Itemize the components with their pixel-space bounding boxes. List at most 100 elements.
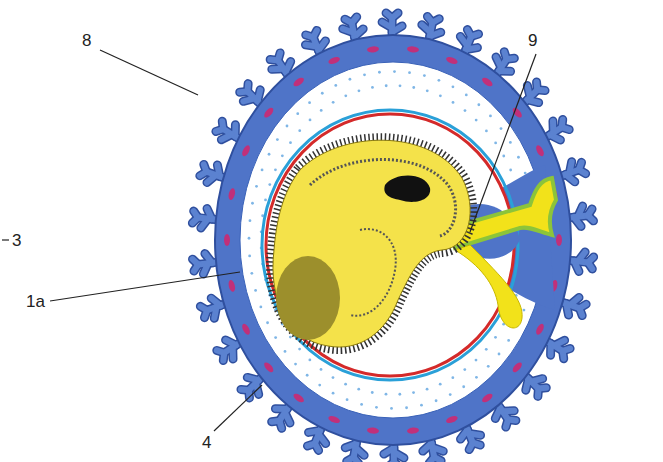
villus-branch <box>527 86 530 97</box>
dot <box>248 237 251 240</box>
villus-branch <box>204 310 207 317</box>
dot <box>264 199 267 202</box>
villus-branch <box>579 162 582 169</box>
vessel <box>445 415 458 425</box>
dot <box>375 406 378 409</box>
villus-branch <box>306 35 313 37</box>
villus-branch <box>286 62 291 73</box>
dot <box>494 336 497 339</box>
villus-branch <box>578 206 583 217</box>
dot <box>268 183 271 186</box>
villus-branch <box>588 209 592 216</box>
dot <box>294 363 297 366</box>
villus-branch <box>200 172 207 176</box>
dot <box>268 153 271 156</box>
villus-branch <box>467 30 471 37</box>
villus-branch <box>554 340 564 345</box>
villus-branch <box>588 257 594 262</box>
dot <box>385 393 388 396</box>
villus-branch <box>226 340 236 345</box>
villus-branch <box>526 379 529 390</box>
dot <box>284 350 287 353</box>
villus-branch <box>214 307 216 318</box>
villus-branch <box>319 434 326 443</box>
dot <box>360 403 363 406</box>
villus-branch <box>272 66 284 73</box>
villus-branch <box>563 349 570 351</box>
villus-branch <box>538 385 546 392</box>
dot <box>251 202 254 205</box>
dot <box>390 407 393 410</box>
dot <box>412 86 415 89</box>
dot <box>274 168 277 171</box>
villus-branch <box>243 98 254 101</box>
dot <box>426 388 429 391</box>
dot <box>266 321 269 324</box>
villus-branch <box>495 408 500 419</box>
villus-branch <box>216 129 223 131</box>
dot <box>412 391 415 394</box>
dot <box>494 141 497 144</box>
leader-line <box>100 50 198 95</box>
dot <box>435 399 438 402</box>
villus-branch <box>192 218 198 223</box>
villus-branch <box>386 13 392 18</box>
dot <box>385 84 388 87</box>
vessel <box>481 76 494 88</box>
villus-branch <box>432 447 443 451</box>
villus-branch <box>192 218 198 223</box>
dot <box>289 141 292 144</box>
villus-branch <box>394 452 404 458</box>
callout-number: 3 <box>12 232 21 249</box>
vessel <box>224 234 230 246</box>
villus-branch <box>240 88 248 95</box>
villus-branch <box>550 135 560 140</box>
villus-branch <box>220 353 227 361</box>
dot <box>261 168 264 171</box>
dot <box>274 336 277 339</box>
villus-branch <box>315 444 319 451</box>
dot <box>344 383 347 386</box>
villus-branch <box>531 379 542 382</box>
dot <box>371 391 374 394</box>
chorionic-villi <box>192 13 593 462</box>
villus-branch <box>508 417 516 424</box>
villus-branch <box>563 349 570 351</box>
villus-branch <box>569 162 571 173</box>
villus-branch <box>305 45 317 47</box>
villus-branch <box>570 297 579 304</box>
vessel <box>481 392 494 404</box>
villus-branch <box>579 304 586 308</box>
villus-branch <box>315 444 319 451</box>
callout-number: 8 <box>82 32 91 49</box>
dot <box>452 85 455 88</box>
dot <box>498 353 501 356</box>
villus-branch <box>354 457 359 462</box>
dot <box>321 92 324 95</box>
dot <box>489 115 492 118</box>
dot <box>363 73 366 76</box>
somite-band <box>273 140 470 347</box>
villus-branch <box>257 90 260 101</box>
dot <box>332 101 335 104</box>
dot <box>477 103 480 106</box>
villus-branch <box>504 52 506 59</box>
callout-number: 9 <box>528 32 537 49</box>
villus-branch <box>460 36 467 45</box>
gut <box>384 176 430 202</box>
villus-branch <box>221 134 231 139</box>
villus-branch <box>270 57 278 64</box>
dot <box>248 254 251 257</box>
dot <box>426 89 429 92</box>
villus-branch <box>527 100 538 103</box>
villus-branch <box>207 175 216 182</box>
vessel <box>292 392 305 404</box>
villus-branch <box>503 408 515 415</box>
villus-branch <box>427 17 432 23</box>
villus-branch <box>578 252 585 261</box>
vessel <box>327 56 340 66</box>
dot <box>250 272 253 275</box>
vessel <box>292 76 305 88</box>
villus-branch <box>279 421 281 428</box>
